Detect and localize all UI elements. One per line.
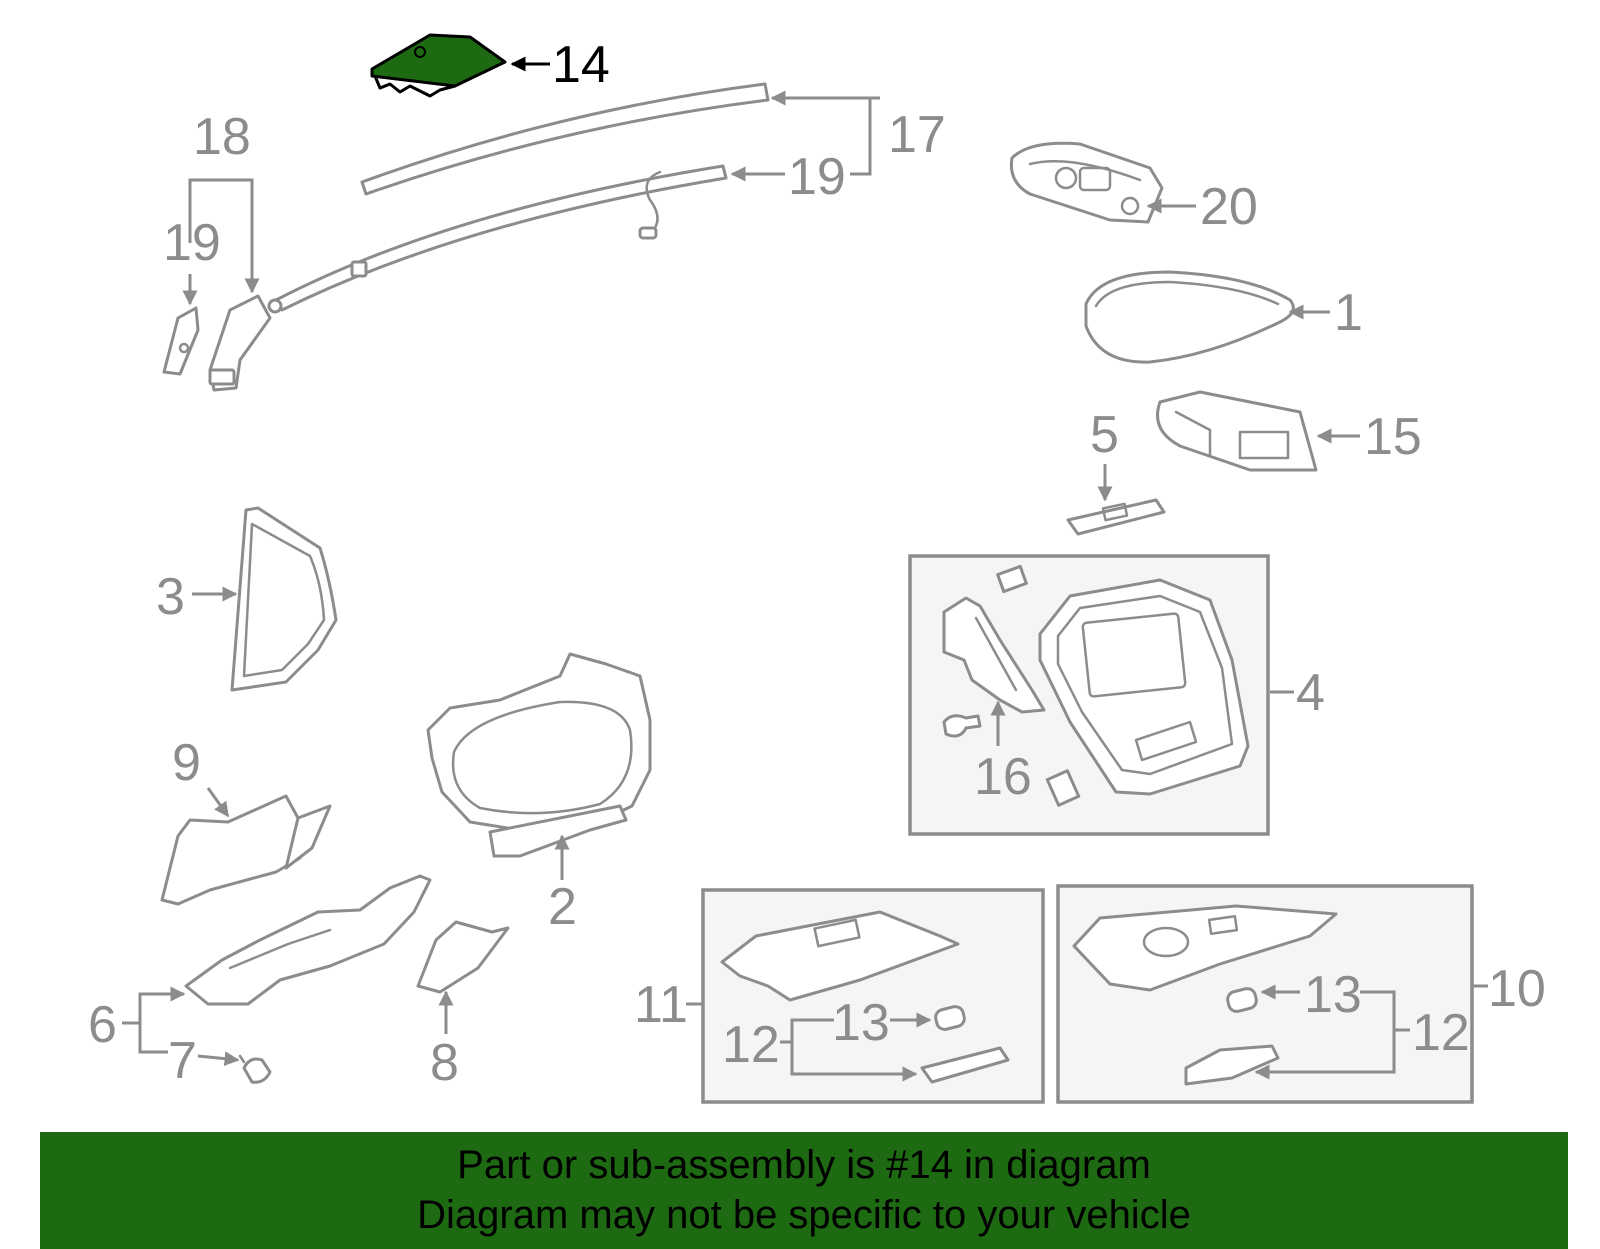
callout-5: 5 bbox=[1090, 406, 1119, 464]
part-5-switch[interactable] bbox=[1066, 498, 1166, 536]
part-3-side-panel[interactable] bbox=[230, 506, 338, 692]
part-13-bulb-b[interactable] bbox=[1226, 987, 1258, 1013]
part-11-panel[interactable] bbox=[720, 910, 960, 1002]
callout-20: 20 bbox=[1200, 178, 1258, 236]
part-1-cover[interactable] bbox=[1084, 270, 1295, 364]
callout-16: 16 bbox=[974, 748, 1032, 806]
callout-12a: 12 bbox=[722, 1016, 780, 1074]
part-6-lower-trim[interactable] bbox=[184, 874, 432, 1006]
bracket-17 bbox=[850, 96, 880, 176]
part-20-module[interactable] bbox=[1009, 141, 1164, 224]
part-12-lamp-a[interactable] bbox=[920, 1046, 1010, 1084]
bracket-7 bbox=[138, 1023, 168, 1054]
part-14-cover[interactable] bbox=[370, 33, 507, 98]
callout-13b: 13 bbox=[1304, 966, 1362, 1024]
callout-14: 14 bbox=[552, 36, 610, 94]
leader-12a bbox=[790, 1042, 918, 1082]
part-15-vent[interactable] bbox=[1156, 390, 1318, 472]
callout-15: 15 bbox=[1364, 408, 1422, 466]
callout-2: 2 bbox=[548, 878, 577, 936]
part-8-bracket[interactable] bbox=[416, 920, 510, 994]
info-banner: Part or sub-assembly is #14 in diagram D… bbox=[40, 1132, 1568, 1249]
part-9-bracket[interactable] bbox=[160, 794, 332, 906]
part-10-panel[interactable] bbox=[1072, 904, 1338, 992]
part-4-side-trim[interactable] bbox=[942, 564, 1046, 714]
bracket-18 bbox=[188, 178, 254, 292]
part-12-lamp-b[interactable] bbox=[1184, 1044, 1280, 1086]
part-4-bezel[interactable] bbox=[1038, 578, 1250, 796]
part-7-screw[interactable] bbox=[238, 1054, 272, 1084]
callout-10: 10 bbox=[1488, 960, 1546, 1018]
part-18-pillar-trim[interactable] bbox=[208, 294, 272, 392]
callout-6: 6 bbox=[88, 996, 117, 1054]
callout-3: 3 bbox=[156, 568, 185, 626]
callout-11: 11 bbox=[634, 976, 688, 1034]
callout-4: 4 bbox=[1296, 664, 1325, 722]
callout-19b: 19 bbox=[163, 214, 221, 272]
leader-7 bbox=[197, 1051, 240, 1067]
callout-17: 17 bbox=[888, 106, 946, 164]
part-19-pillar-trim[interactable] bbox=[162, 306, 200, 376]
part-19-trim-strip[interactable] bbox=[267, 164, 728, 314]
banner-line-2: Diagram may not be specific to your vehi… bbox=[417, 1193, 1191, 1237]
bracket-12b bbox=[1258, 990, 1396, 1074]
part-4-clip[interactable] bbox=[1045, 769, 1081, 807]
banner-line-1: Part or sub-assembly is #14 in diagram bbox=[457, 1143, 1151, 1187]
callout-1: 1 bbox=[1334, 284, 1363, 342]
callout-12b: 12 bbox=[1412, 1004, 1470, 1062]
callout-8: 8 bbox=[430, 1034, 459, 1092]
bracket-12a-top bbox=[780, 1018, 834, 1044]
callout-19a: 19 bbox=[788, 148, 846, 206]
callout-9: 9 bbox=[172, 734, 201, 792]
part-13-bulb-a[interactable] bbox=[934, 1005, 966, 1031]
part-2-cluster-bezel[interactable] bbox=[426, 652, 652, 858]
callout-18: 18 bbox=[193, 108, 251, 166]
leader-9 bbox=[206, 787, 230, 818]
part-17-trim-strip[interactable] bbox=[360, 82, 770, 196]
callout-7: 7 bbox=[168, 1032, 197, 1090]
bracket-6 bbox=[122, 992, 184, 1025]
part-16-screw[interactable] bbox=[942, 714, 982, 738]
callout-13a: 13 bbox=[832, 994, 890, 1052]
